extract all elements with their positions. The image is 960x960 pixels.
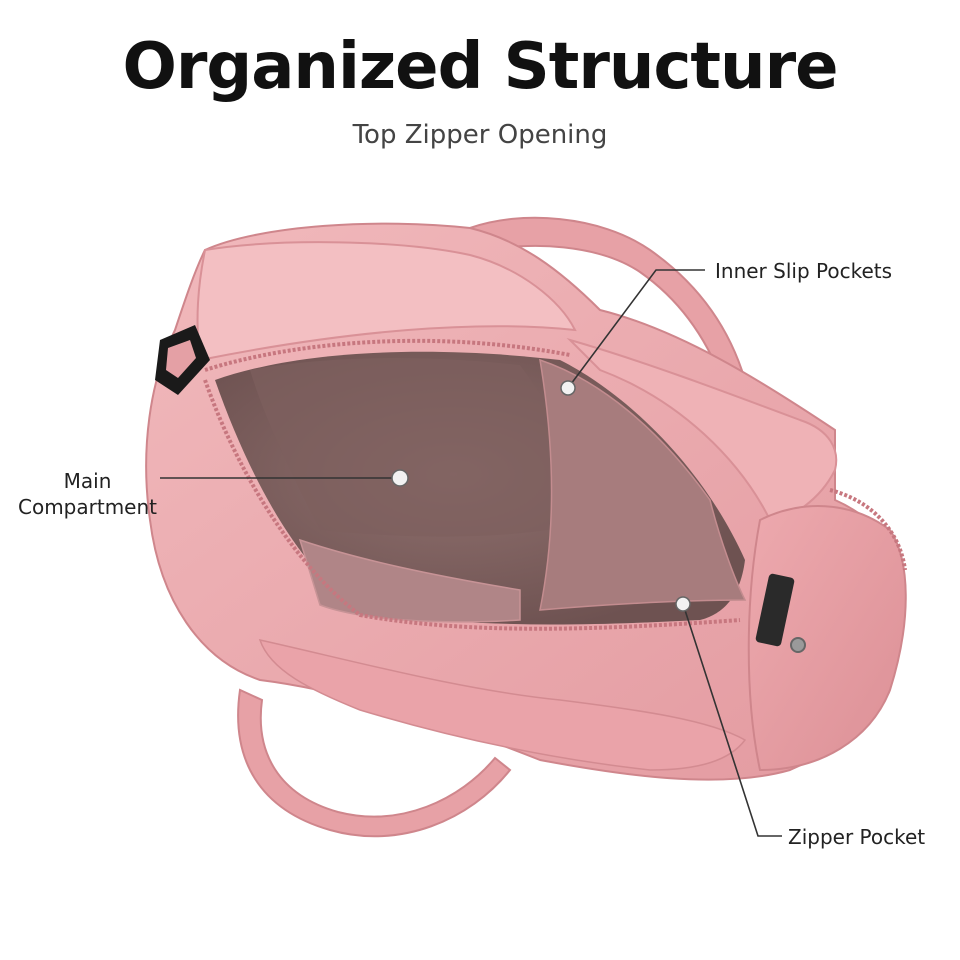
right-flap: [566, 337, 838, 522]
side-zipper-pocket: [747, 505, 907, 772]
callout-inner-slip-line: [567, 269, 705, 389]
page-title: Organized Structure: [122, 30, 838, 104]
callout-dot-zipper: [675, 596, 691, 612]
label-main-compartment: Main Compartment: [18, 468, 157, 520]
label-main-line1: Main: [63, 469, 112, 493]
bottom-handle: [237, 688, 512, 838]
label-inner-slip-pockets: Inner Slip Pockets: [715, 259, 893, 283]
callout-dot-main: [391, 469, 409, 487]
label-main-line2: Compartment: [18, 495, 158, 519]
page-subtitle: Top Zipper Opening: [352, 120, 608, 150]
right-buckle: [755, 573, 795, 647]
callout-zipper-line: [682, 603, 782, 837]
zipper-track: [204, 338, 571, 372]
label-zipper-pocket: Zipper Pocket: [788, 825, 926, 849]
callout-dot-inner: [560, 380, 576, 396]
inner-slip-pocket: [539, 358, 747, 611]
